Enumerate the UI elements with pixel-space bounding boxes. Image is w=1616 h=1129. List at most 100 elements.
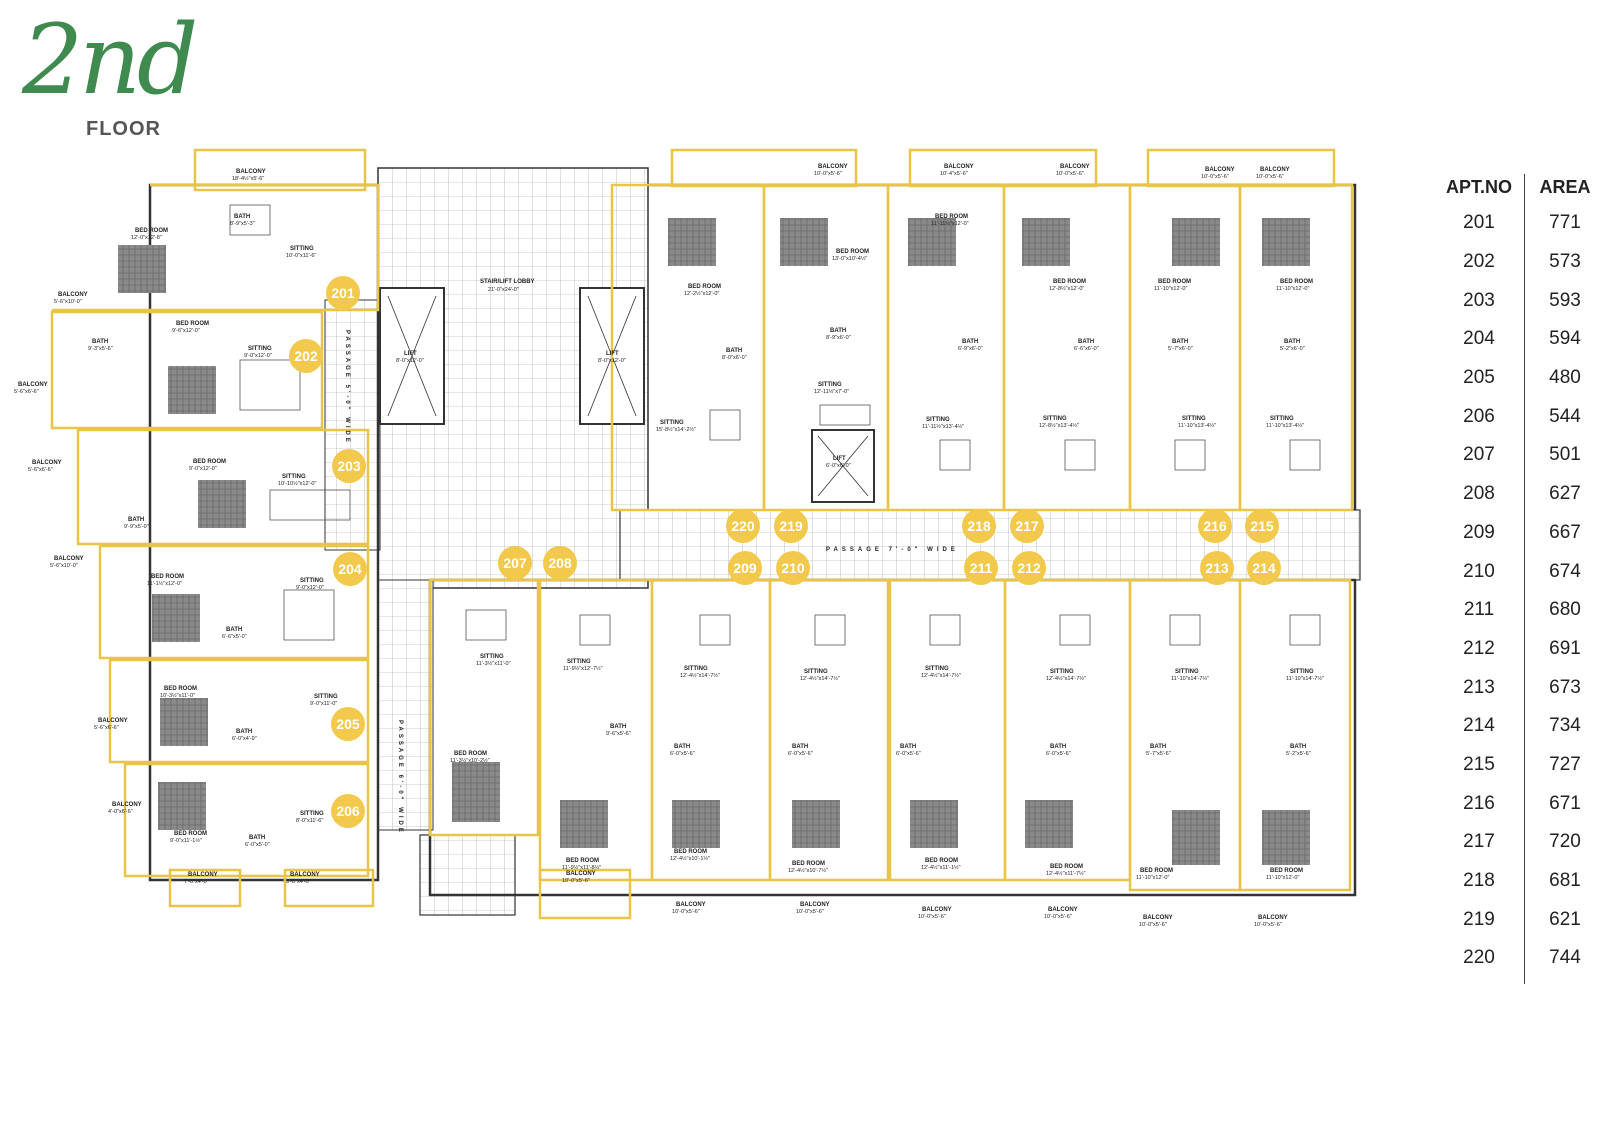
room-size: 10'-0"x5'-6" xyxy=(814,171,842,177)
apartment-badge-label: 219 xyxy=(779,518,803,534)
apartment-badge[interactable]: 206 xyxy=(331,794,365,828)
apartment-badge[interactable]: 210 xyxy=(776,551,810,585)
area-table-header: APT.NO AREA xyxy=(1434,170,1606,204)
room-size: 10'-0"x5'-6" xyxy=(1256,174,1284,180)
beds xyxy=(118,218,1310,865)
apartment-badge[interactable]: 209 xyxy=(728,551,762,585)
room-name: BATH xyxy=(830,328,846,334)
room-name: BED ROOM xyxy=(688,284,721,290)
room-size: 6'-0"x5'-6" xyxy=(896,751,921,757)
room-size: 11'-3½"x10'-2½" xyxy=(450,757,490,764)
lift-small-size: 6'-0"x6'-0" xyxy=(826,463,851,469)
area-cell: 593 xyxy=(1549,289,1581,311)
room-size: 12'-4½"x11'-7½" xyxy=(1046,870,1086,877)
apartment-badge[interactable]: 212 xyxy=(1012,551,1046,585)
room-size: 9'-6"x4'-0" xyxy=(286,879,311,885)
room-name: BALCONY xyxy=(922,907,952,913)
area-cell: 594 xyxy=(1549,328,1581,350)
room-name: SITTING xyxy=(660,420,684,426)
room-size: 9'-6"x5'-6" xyxy=(606,731,631,737)
room-size: 12'-4½"x10'-1½" xyxy=(670,855,710,862)
passage-vertical-2 xyxy=(377,579,434,831)
room-size: 5'-7"x5'-6" xyxy=(1146,751,1171,757)
apt-no-cell: 220 xyxy=(1463,947,1495,969)
room-size: 8'-9"x6'-0" xyxy=(826,335,851,341)
room-size: 7'-6"x4'-0" xyxy=(184,879,209,885)
apartment-badge[interactable]: 217 xyxy=(1010,509,1044,543)
apartment-badge[interactable]: 213 xyxy=(1200,551,1234,585)
area-table-row: 204 594 xyxy=(1434,320,1606,359)
apartment-badge[interactable]: 214 xyxy=(1247,551,1281,585)
room-name: BATH xyxy=(1078,339,1094,345)
area-cell: 720 xyxy=(1549,831,1581,853)
room-size: 11'-9½"x11'-8½" xyxy=(562,864,601,871)
room-name: BATH xyxy=(900,744,916,750)
room-name: BED ROOM xyxy=(135,228,168,234)
area-cell: 501 xyxy=(1549,444,1581,466)
area-cell: 727 xyxy=(1549,753,1581,775)
apartment-badge-circle xyxy=(962,509,996,543)
passage-vertical-1 xyxy=(324,299,381,551)
apt-no-cell: 206 xyxy=(1463,405,1495,427)
apartment-badge[interactable]: 208 xyxy=(543,546,577,580)
room-name: SITTING xyxy=(1043,416,1067,422)
apartment-badge[interactable]: 202 xyxy=(289,339,323,373)
room-name: BALCONY xyxy=(188,872,218,878)
apartment-badge-circle xyxy=(1010,509,1044,543)
apt-no-cell: 209 xyxy=(1463,521,1495,543)
apartment-badge[interactable]: 201 xyxy=(326,276,360,310)
room-name: BALCONY xyxy=(18,382,48,388)
room-size: 8'-9"x5'-3" xyxy=(230,221,255,227)
room-name: BALCONY xyxy=(1060,164,1090,170)
apartment-badge[interactable]: 207 xyxy=(498,546,532,580)
room-name: SITTING xyxy=(1270,416,1294,422)
area-cell: 621 xyxy=(1549,908,1581,930)
room-name: SITTING xyxy=(300,811,324,817)
apt-no-cell: 201 xyxy=(1463,212,1495,234)
room-name: BED ROOM xyxy=(935,214,968,220)
apartment-badge[interactable]: 219 xyxy=(774,509,808,543)
room-size: 11'-9½"x12'-7½" xyxy=(563,665,603,672)
apartment-badge[interactable]: 203 xyxy=(332,449,366,483)
apt-no-cell: 204 xyxy=(1463,328,1495,350)
room-size: 12'-0"x12'-8" xyxy=(131,235,162,241)
room-size: 9'-0"x12'-0" xyxy=(296,585,324,591)
room-size: 12'-4½"x14'-7½" xyxy=(921,672,961,679)
room-size: 10'-4"x5'-6" xyxy=(940,171,968,177)
apartment-badge-circle xyxy=(1012,551,1046,585)
room-name: BATH xyxy=(962,339,978,345)
room-name: BED ROOM xyxy=(193,459,226,465)
apartment-badge[interactable]: 211 xyxy=(964,551,998,585)
apartment-badge-label: 213 xyxy=(1205,560,1229,576)
room-name: BED ROOM xyxy=(454,751,487,757)
apartment-badge[interactable]: 215 xyxy=(1245,509,1279,543)
lift-small xyxy=(811,429,875,503)
room-name: BED ROOM xyxy=(176,321,209,327)
area-cell: 674 xyxy=(1549,560,1581,582)
room-size: 8'-0"x11'-6" xyxy=(296,818,323,824)
apartment-badge-circle xyxy=(326,276,360,310)
room-name: BED ROOM xyxy=(1158,279,1191,285)
apartment-badge[interactable]: 218 xyxy=(962,509,996,543)
apartment-badge[interactable]: 216 xyxy=(1198,509,1232,543)
apartment-badge-circle xyxy=(289,339,323,373)
apt-no-cell: 212 xyxy=(1463,637,1495,659)
apartment-badge-circle xyxy=(964,551,998,585)
area-cell: 734 xyxy=(1549,715,1581,737)
room-name: SITTING xyxy=(925,666,949,672)
room-size: 6'-6"x5'-0" xyxy=(222,634,247,640)
apartment-badge[interactable]: 220 xyxy=(726,509,760,543)
room-size: 12'-11½"x7'-0" xyxy=(814,388,849,395)
apt-no-cell: 208 xyxy=(1463,483,1495,505)
room-name: BATH xyxy=(1284,339,1300,345)
apartment-badge[interactable]: 205 xyxy=(331,707,365,741)
apartment-badge-label: 202 xyxy=(294,348,318,364)
apartment-badge[interactable]: 204 xyxy=(333,552,367,586)
room-name: SITTING xyxy=(818,382,842,388)
